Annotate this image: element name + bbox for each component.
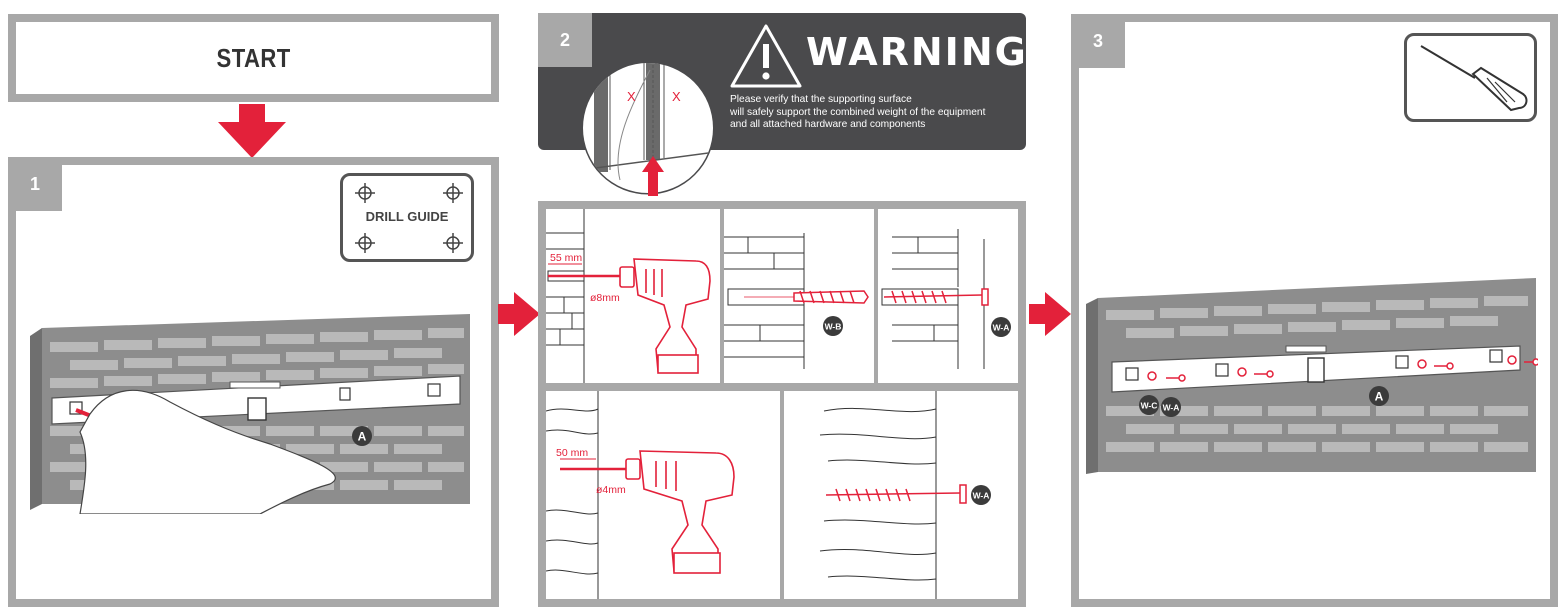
part-wa-badge-masonry: W-A	[991, 317, 1011, 337]
part-wa-label-masonry: W-A	[993, 323, 1010, 333]
warning-line-2: will safely support the combined weight …	[730, 106, 986, 118]
part-wc-label: W-C	[1141, 401, 1158, 411]
part-wb-badge: W-B	[823, 316, 843, 336]
drill-guide-label: DRILL GUIDE	[365, 209, 449, 224]
part-a-badge: A	[1369, 386, 1389, 406]
right-arrow-icon	[498, 292, 540, 336]
part-wc-badge: W-C	[1139, 395, 1159, 415]
part-wa-badge-wood: W-A	[971, 485, 991, 505]
masonry-screw-panel	[878, 209, 1018, 383]
warning-line-1: Please verify that the supporting surfac…	[730, 94, 912, 105]
wood-diameter-label: ø4mm	[596, 484, 626, 496]
crosshair-icon	[355, 183, 463, 253]
part-wa-label-rail: W-A	[1163, 403, 1180, 413]
brick-wall-illustration	[30, 314, 470, 514]
part-a-badge: A	[352, 426, 372, 446]
down-arrow-icon	[218, 104, 286, 158]
wood-drill-panel: 50 mm ø4mm	[546, 391, 780, 599]
brick-wall-illustration	[1086, 278, 1538, 474]
warning-line-3: and all attached hardware and components	[730, 119, 926, 130]
drill-guide-box: DRILL GUIDE	[340, 173, 474, 262]
warning-text: Please verify that the supporting surfac…	[730, 94, 1022, 132]
drill-icon: 55 mm ø8mm	[546, 209, 711, 383]
masonry-anchor-panel	[724, 209, 874, 383]
wood-depth-label: 50 mm	[556, 447, 588, 459]
step-3-number: 3	[1071, 14, 1125, 68]
warning-mark-1: X	[627, 89, 636, 104]
screwdriver-icon	[1420, 45, 1528, 112]
right-arrow-icon	[1029, 292, 1071, 336]
warning-icon	[730, 24, 802, 88]
masonry-depth-label: 55 mm	[550, 252, 582, 264]
part-a-label: A	[358, 430, 367, 444]
masonry-diameter-label: ø8mm	[590, 292, 620, 304]
warning-title: WARNING	[806, 30, 1028, 74]
step-1-number: 1	[8, 157, 62, 211]
start-label: START	[216, 42, 291, 73]
drill-icon: 50 mm ø4mm	[546, 391, 735, 599]
part-wb-label: W-B	[825, 322, 842, 332]
screw-icon	[881, 229, 989, 369]
start-box: START	[8, 14, 499, 102]
screw-icon	[819, 391, 967, 599]
part-wa-badge-rail: W-A	[1161, 397, 1181, 417]
part-a-label: A	[1375, 390, 1384, 404]
step-2-number: 2	[538, 13, 592, 67]
warning-mark-2: X	[672, 89, 681, 104]
stud-wall-illustration: X X	[581, 61, 715, 196]
screwdriver-box	[1404, 33, 1537, 122]
masonry-drill-panel: 55 mm ø8mm	[546, 209, 720, 383]
anchor-icon	[724, 233, 869, 369]
part-wa-label-wood: W-A	[973, 491, 990, 501]
